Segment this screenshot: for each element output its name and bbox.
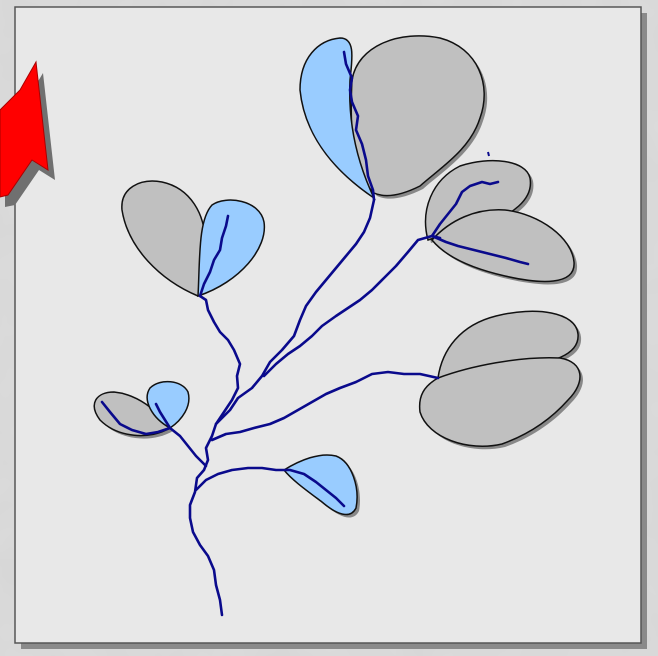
small-tick-mark xyxy=(488,152,489,156)
